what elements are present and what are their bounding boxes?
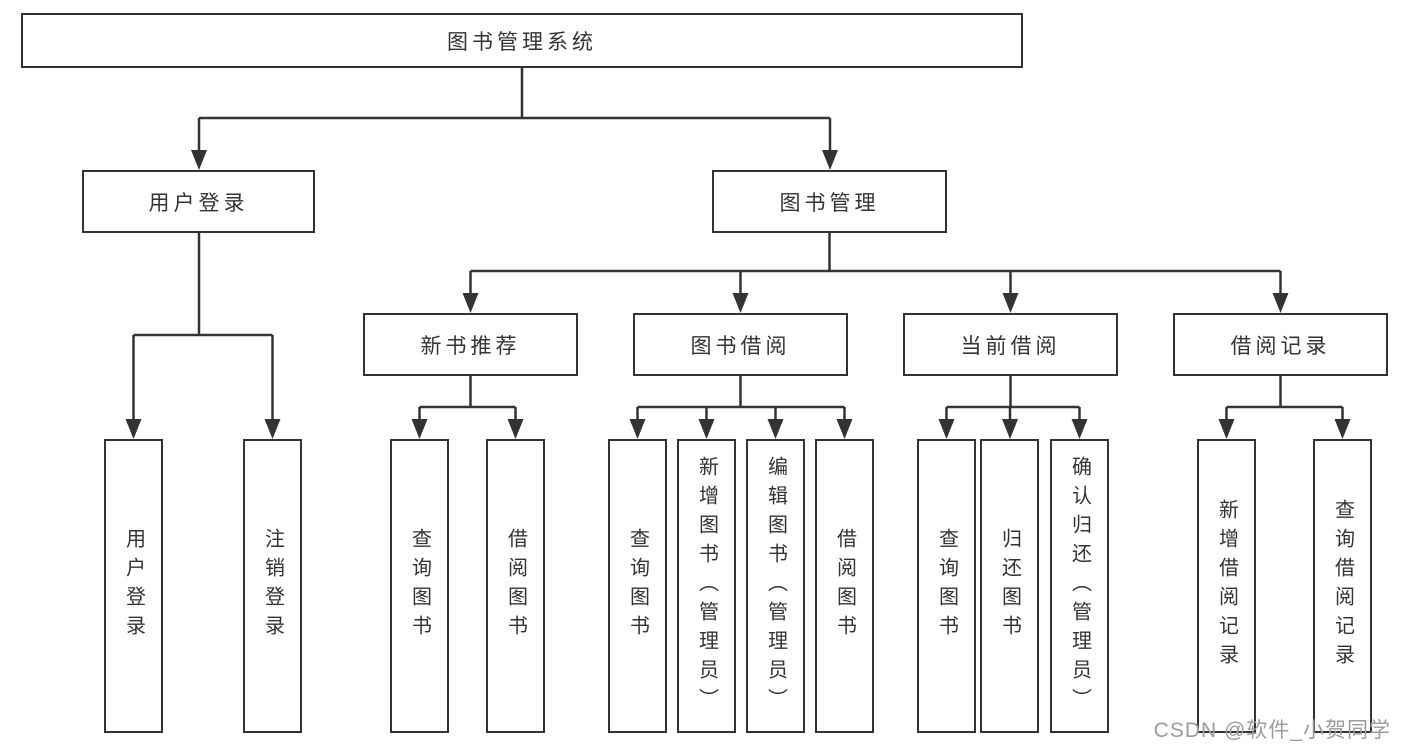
arrow-down-icon bbox=[732, 293, 749, 313]
node-borrow-records: 借阅记录 bbox=[1173, 313, 1388, 376]
arrow-down-icon bbox=[1272, 293, 1289, 313]
connector-root bbox=[197, 68, 832, 152]
arrow-down-icon bbox=[191, 150, 207, 170]
node-leaf-user-login: 用户登录 bbox=[104, 439, 163, 733]
node-new-book-recommend: 新书推荐 bbox=[363, 313, 578, 376]
arrow-down-icon bbox=[1071, 419, 1088, 439]
node-label: 查询图书 bbox=[935, 528, 958, 644]
node-label: 新书推荐 bbox=[420, 334, 521, 358]
arrow-down-icon bbox=[1334, 419, 1351, 439]
node-leaf-query-books-recommend: 查询图书 bbox=[390, 439, 449, 733]
node-leaf-edit-book-admin: 编辑图书（管理员） bbox=[746, 439, 805, 733]
node-label: 注销登录 bbox=[261, 528, 284, 644]
node-leaf-logout: 注销登录 bbox=[243, 439, 302, 733]
connector-borrow-records bbox=[1225, 376, 1344, 421]
node-label: 编辑图书（管理员） bbox=[764, 455, 787, 717]
arrow-down-icon bbox=[411, 419, 428, 439]
node-label: 查询图书 bbox=[626, 528, 649, 644]
node-label: 借阅图书 bbox=[504, 528, 527, 644]
node-leaf-borrow-books-recommend: 借阅图书 bbox=[486, 439, 545, 733]
node-label: 新增图书（管理员） bbox=[695, 455, 718, 717]
node-leaf-return-book: 归还图书 bbox=[980, 439, 1039, 733]
connector-book-borrow bbox=[636, 376, 846, 421]
arrow-down-icon bbox=[822, 150, 838, 170]
arrow-down-icon bbox=[836, 419, 853, 439]
node-user-login: 用户登录 bbox=[82, 170, 315, 233]
node-library-system: 图书管理系统 bbox=[21, 13, 1023, 68]
node-book-management: 图书管理 bbox=[712, 170, 947, 233]
connector-new-book-recommend bbox=[418, 376, 517, 421]
arrow-down-icon bbox=[264, 419, 281, 439]
arrow-down-icon bbox=[1218, 419, 1235, 439]
arrow-down-icon bbox=[629, 419, 646, 439]
node-leaf-add-borrow-record: 新增借阅记录 bbox=[1197, 439, 1256, 733]
node-label: 查询图书 bbox=[408, 528, 431, 644]
arrow-down-icon bbox=[1002, 293, 1019, 313]
node-label: 借阅图书 bbox=[833, 528, 856, 644]
node-leaf-query-borrow-record: 查询借阅记录 bbox=[1313, 439, 1372, 733]
node-label: 用户登录 bbox=[122, 528, 145, 644]
connector-user-login bbox=[132, 233, 274, 421]
node-leaf-query-books-current: 查询图书 bbox=[917, 439, 976, 733]
node-leaf-confirm-return-admin: 确认归还（管理员） bbox=[1050, 439, 1109, 733]
node-label: 图书管理系统 bbox=[447, 30, 597, 54]
node-book-borrow: 图书借阅 bbox=[633, 313, 848, 376]
arrow-down-icon bbox=[698, 419, 715, 439]
connector-current-borrow bbox=[945, 376, 1081, 421]
node-label: 借阅记录 bbox=[1230, 334, 1331, 358]
node-label: 确认归还（管理员） bbox=[1068, 455, 1091, 717]
node-leaf-query-books-borrow: 查询图书 bbox=[608, 439, 667, 733]
node-label: 图书管理 bbox=[779, 191, 880, 215]
node-label: 新增借阅记录 bbox=[1215, 499, 1238, 673]
arrow-down-icon bbox=[767, 419, 784, 439]
node-leaf-borrow-books: 借阅图书 bbox=[815, 439, 874, 733]
node-label: 当前借阅 bbox=[960, 334, 1061, 358]
arrow-down-icon bbox=[1002, 419, 1018, 439]
arrowheads bbox=[125, 150, 1351, 439]
node-label: 查询借阅记录 bbox=[1331, 499, 1354, 673]
node-label: 用户登录 bbox=[148, 191, 249, 215]
arrow-down-icon bbox=[938, 419, 955, 439]
node-leaf-add-book-admin: 新增图书（管理员） bbox=[677, 439, 736, 733]
connector-book-management bbox=[469, 233, 1282, 295]
arrow-down-icon bbox=[462, 293, 479, 313]
node-current-borrow: 当前借阅 bbox=[903, 313, 1118, 376]
node-label: 图书借阅 bbox=[690, 334, 791, 358]
csdn-watermark: CSDN @软件_小贺同学 bbox=[1153, 719, 1391, 742]
arrow-down-icon bbox=[125, 419, 142, 439]
arrow-down-icon bbox=[507, 419, 524, 439]
node-label: 归还图书 bbox=[998, 528, 1021, 644]
